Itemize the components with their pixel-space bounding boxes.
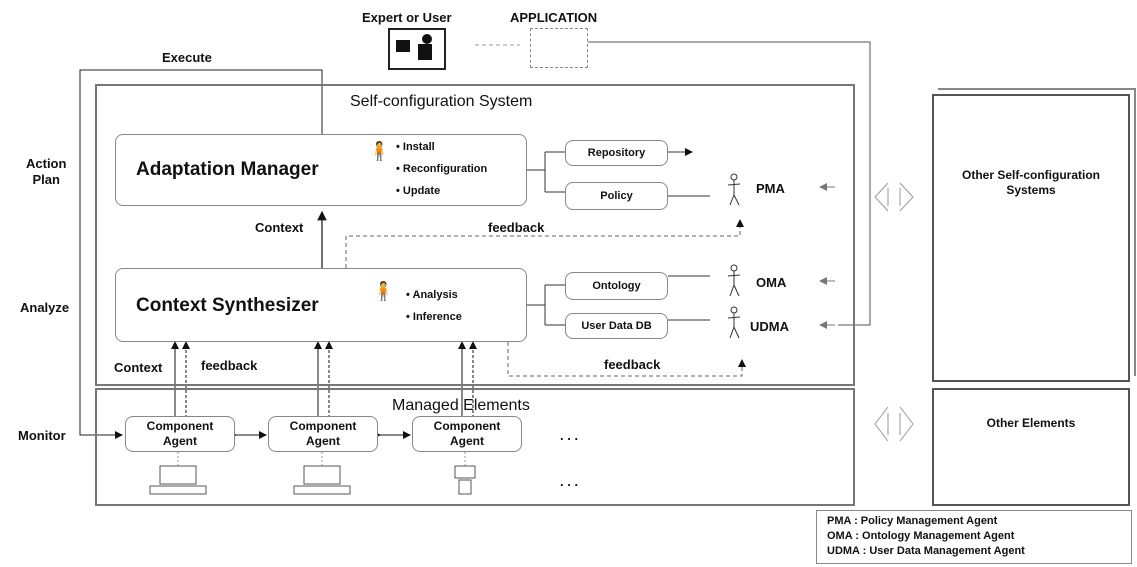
other-elements-box: Other Elements (932, 388, 1130, 506)
component-agent-1-line2: Agent (126, 434, 234, 449)
udma-label: UDMA (750, 319, 789, 334)
feedback-mid-label: feedback (488, 220, 544, 235)
adaptation-manager-title: Adaptation Manager (136, 159, 319, 181)
analyze-label: Analyze (20, 300, 69, 315)
component-agent-3-line1: Component (413, 419, 521, 434)
context-synthesizer-title: Context Synthesizer (136, 295, 319, 317)
cs-item-analysis: • Analysis (406, 289, 458, 301)
component-agent-2: Component Agent (268, 416, 378, 452)
pma-label: PMA (756, 181, 785, 196)
component-agent-1-line1: Component (126, 419, 234, 434)
legend-pma: PMA : Policy Management Agent (827, 514, 1121, 529)
adaptation-manager-box: Adaptation Manager 🧍 • Install • Reconfi… (115, 134, 527, 206)
user-data-db-label: User Data DB (566, 314, 667, 338)
cs-item-inference: • Inference (406, 311, 462, 323)
component-agent-2-line1: Component (269, 419, 377, 434)
expert-label: Expert or User (362, 10, 452, 25)
policy-box: Policy (565, 182, 668, 210)
repository-label: Repository (566, 141, 667, 165)
component-agent-2-line2: Agent (269, 434, 377, 449)
other-systems-line2: Systems (934, 183, 1128, 198)
repository-box: Repository (565, 140, 668, 166)
component-agent-3: Component Agent (412, 416, 522, 452)
feedback-bottom-right-label: feedback (604, 357, 660, 372)
other-systems-box: Other Self-configuration Systems (932, 94, 1130, 382)
component-agent-3-line2: Agent (413, 434, 521, 449)
action-plan-line1: Action (26, 156, 66, 172)
worker-icon: 🧍 (368, 141, 390, 162)
other-systems-line1: Other Self-configuration (934, 168, 1128, 183)
context-up-label: Context (255, 220, 303, 235)
context-bottom-label: Context (114, 360, 162, 375)
application-box (530, 28, 588, 68)
expert-user-icon (388, 28, 446, 70)
ellipsis-2: . . . (560, 474, 578, 489)
managed-elements-title: Managed Elements (392, 397, 530, 415)
ontology-label: Ontology (566, 273, 667, 299)
ontology-box: Ontology (565, 272, 668, 300)
legend-box: PMA : Policy Management Agent OMA : Onto… (816, 510, 1132, 564)
legend-oma: OMA : Ontology Management Agent (827, 529, 1121, 544)
component-agent-1: Component Agent (125, 416, 235, 452)
other-elements-label: Other Elements (934, 416, 1128, 430)
action-plan-line2: Plan (26, 172, 66, 188)
am-item-update: • Update (396, 185, 440, 197)
context-synthesizer-box: Context Synthesizer 🧍 • Analysis • Infer… (115, 268, 527, 342)
policy-label: Policy (566, 183, 667, 209)
feedback-bottom-left-label: feedback (201, 358, 257, 373)
application-label: APPLICATION (510, 10, 597, 25)
execute-label: Execute (162, 50, 212, 65)
legend-udma: UDMA : User Data Management Agent (827, 544, 1121, 559)
am-item-reconfiguration: • Reconfiguration (396, 163, 487, 175)
system-title: Self-configuration System (350, 93, 532, 111)
oma-label: OMA (756, 275, 786, 290)
action-plan-label: Action Plan (26, 156, 66, 188)
user-data-db-box: User Data DB (565, 313, 668, 339)
monitor-label: Monitor (18, 428, 66, 443)
analyst-icon: 🧍 (372, 281, 394, 302)
ellipsis-1: . . . (560, 428, 578, 443)
am-item-install: • Install (396, 141, 435, 153)
